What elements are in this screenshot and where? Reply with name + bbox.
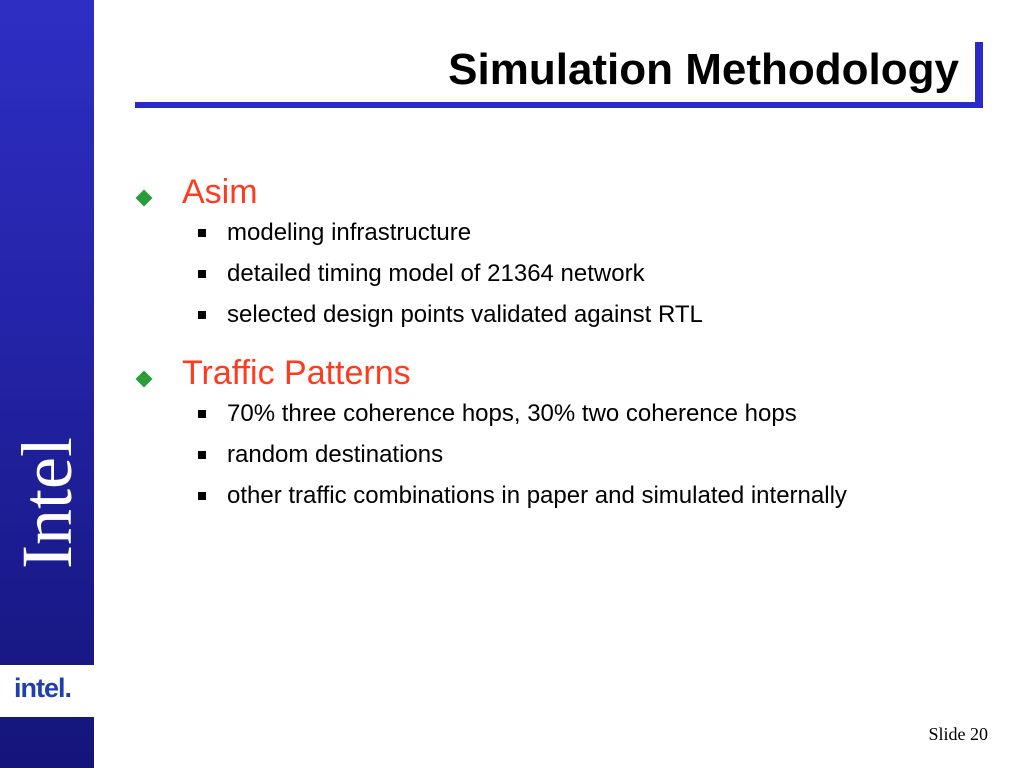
list-item: modeling infrastructure [130, 216, 1000, 257]
list-item: 70% three coherence hops, 30% two cohere… [130, 397, 1000, 438]
list-item-text: modeling infrastructure [227, 219, 472, 246]
diamond-bullet-icon [135, 370, 153, 388]
title-right-rule [975, 42, 983, 108]
diamond-bullet-icon [135, 189, 153, 207]
list-item: selected design points validated against… [130, 298, 1000, 339]
list-item: detailed timing model of 21364 network [130, 257, 1000, 298]
list-item: other traffic combinations in paper and … [130, 479, 1000, 520]
square-bullet-icon [198, 311, 206, 319]
section-label: Traffic Patterns [182, 354, 411, 392]
sidebar: Intel intel. [0, 0, 94, 768]
square-bullet-icon [198, 229, 206, 237]
sidebar-intel-wordmark: Intel [7, 437, 87, 569]
list-item-text: 70% three coherence hops, 30% two cohere… [227, 400, 797, 427]
slide-content: Asim modeling infrastructure detailed ti… [130, 170, 1000, 532]
section-traffic-patterns: Traffic Patterns 70% three coherence hop… [130, 351, 1000, 520]
square-bullet-icon [198, 410, 206, 418]
section-label: Asim [182, 173, 258, 211]
square-bullet-icon [198, 451, 206, 459]
section-asim: Asim modeling infrastructure detailed ti… [130, 170, 1000, 339]
slide-title: Simulation Methodology [448, 45, 959, 94]
square-bullet-icon [198, 492, 206, 500]
intel-logo-text: intel. [14, 673, 72, 703]
title-underline [135, 102, 983, 108]
slide-number-value: 20 [970, 724, 988, 744]
section-heading: Asim [130, 170, 1000, 216]
list-item: random destinations [130, 438, 1000, 479]
title-area: Simulation Methodology [135, 42, 983, 108]
square-bullet-icon [198, 270, 206, 278]
slide-label: Slide [928, 724, 966, 744]
list-item-text: random destinations [227, 441, 444, 468]
list-item-text: other traffic combinations in paper and … [227, 482, 847, 509]
list-item-text: selected design points validated against… [227, 301, 703, 328]
intel-logo: intel. [0, 665, 94, 717]
slide-number: Slide 20 [928, 724, 988, 745]
section-heading: Traffic Patterns [130, 351, 1000, 397]
list-item-text: detailed timing model of 21364 network [227, 260, 645, 287]
